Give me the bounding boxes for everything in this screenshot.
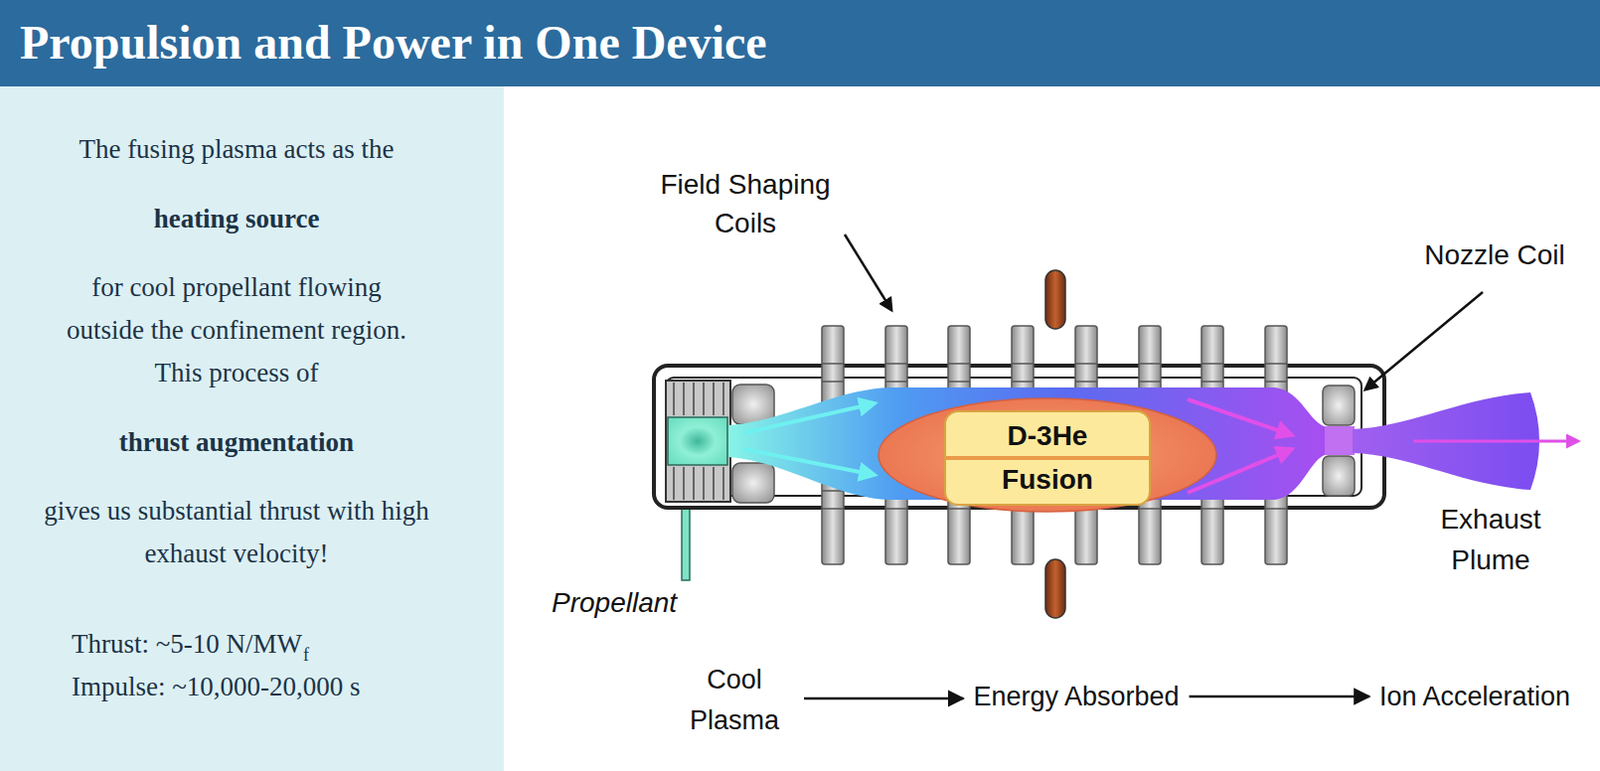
winding bbox=[712, 382, 715, 416]
coil-segment bbox=[1201, 507, 1224, 510]
coil-segment bbox=[821, 489, 844, 492]
flow-arrow bbox=[1187, 449, 1292, 493]
coil-segment bbox=[1265, 362, 1287, 365]
coil-segment bbox=[885, 380, 908, 383]
spec-text: Thrust: ~5-10 N/MW bbox=[71, 623, 303, 666]
flow-arrow bbox=[803, 697, 963, 701]
spec-text: Impulse: ~10,000-20,000 s bbox=[71, 665, 361, 709]
leader-line bbox=[844, 234, 892, 311]
coil-segment bbox=[885, 507, 908, 510]
coil-segment bbox=[1265, 380, 1287, 383]
winding bbox=[692, 382, 695, 416]
coil-segment bbox=[1265, 507, 1287, 510]
process-step: Energy Absorbed bbox=[972, 678, 1179, 715]
flow-arrow bbox=[743, 403, 875, 434]
caption-text: The fusing plasma acts as the bbox=[2, 128, 471, 171]
exhaust-arrow bbox=[1413, 440, 1579, 444]
nozzle-coil bbox=[1322, 456, 1355, 496]
leader-line bbox=[1365, 292, 1483, 390]
coil-segment bbox=[1075, 380, 1098, 383]
step-label: Cool Plasma bbox=[674, 659, 795, 742]
coil-segment bbox=[1201, 380, 1224, 383]
title: Propulsion and Power in One Device bbox=[19, 13, 768, 72]
process-step: Cool Plasma bbox=[674, 659, 795, 742]
coil-segment bbox=[1138, 507, 1161, 510]
magnet-post bbox=[1045, 270, 1066, 329]
propellant-injector bbox=[667, 417, 728, 466]
winding bbox=[692, 467, 695, 500]
fusion-box: D-3He Fusion bbox=[944, 410, 1151, 506]
flow-arrow bbox=[1189, 695, 1370, 699]
caption-text: gives us substantial thrust with high ex… bbox=[40, 489, 434, 576]
coil-segment bbox=[1011, 380, 1034, 383]
coil-segment bbox=[1138, 362, 1161, 365]
subscript: f bbox=[303, 644, 310, 665]
winding bbox=[722, 382, 725, 416]
winding bbox=[702, 467, 705, 500]
winding bbox=[702, 382, 705, 416]
process-step: Ion Acceleration bbox=[1379, 678, 1571, 715]
title-bar: Propulsion and Power in One Device bbox=[0, 0, 1600, 87]
coil-segment bbox=[1201, 362, 1224, 365]
part-label: Nozzle Coil bbox=[1385, 236, 1600, 275]
emphasis-text: thrust augmentation bbox=[2, 421, 471, 465]
coil-segment bbox=[821, 362, 844, 365]
part-label: Propellant bbox=[551, 585, 677, 622]
winding bbox=[712, 467, 715, 500]
caption-text: for cool propellant flowing outside the … bbox=[57, 266, 416, 395]
magnet-post bbox=[1045, 559, 1066, 619]
coil-segment bbox=[821, 507, 844, 510]
box-divider bbox=[946, 456, 1149, 461]
flow-arrow bbox=[1187, 399, 1292, 436]
coil-segment bbox=[1075, 362, 1098, 365]
coil-segment bbox=[821, 380, 844, 383]
winding bbox=[672, 382, 675, 416]
step-label: Energy Absorbed bbox=[972, 678, 1179, 715]
nozzle-throat bbox=[1324, 426, 1355, 456]
winding bbox=[722, 467, 725, 500]
injector-coil bbox=[732, 384, 775, 425]
box-label: D-3He Fusion bbox=[987, 414, 1108, 502]
flow-arrow bbox=[743, 449, 875, 476]
coil-segment bbox=[1138, 380, 1161, 383]
fusion-core bbox=[878, 398, 1217, 512]
coil-segment bbox=[1011, 362, 1034, 365]
coil-segment bbox=[948, 380, 970, 383]
injector-block bbox=[665, 380, 731, 502]
coil-segment bbox=[948, 362, 970, 365]
emphasis-text: heating source bbox=[2, 197, 471, 241]
winding bbox=[682, 467, 685, 500]
injector-coil bbox=[732, 463, 775, 503]
coil-segment bbox=[885, 362, 908, 365]
winding bbox=[672, 467, 675, 500]
winding bbox=[682, 382, 685, 416]
part-label: Field Shaping Coils bbox=[639, 164, 853, 243]
step-label: Ion Acceleration bbox=[1379, 678, 1571, 715]
part-label: Exhaust Plume bbox=[1416, 498, 1566, 581]
coil-segment bbox=[948, 507, 970, 510]
nozzle-coil bbox=[1322, 385, 1355, 426]
